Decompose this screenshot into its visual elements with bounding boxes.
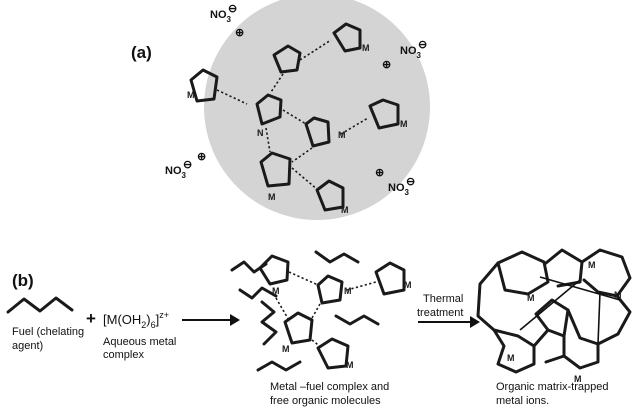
- svg-text:NO3: NO3: [165, 165, 187, 180]
- nitrate-ion: NO3 ⊖: [210, 3, 237, 24]
- svg-text:M: M: [268, 192, 276, 202]
- negative-charge-icon: ⊖: [183, 159, 192, 171]
- nitrate-ion: NO3 ⊖: [400, 39, 427, 60]
- plus-sign: +: [86, 309, 96, 328]
- svg-text:M: M: [187, 90, 195, 100]
- svg-text:NO3: NO3: [388, 182, 410, 197]
- nitrate-ion: NO3 ⊖: [165, 159, 192, 180]
- metal-fuel-complex: N M M M M M M: [187, 22, 408, 215]
- arrow-label-line1: Thermal: [423, 293, 463, 305]
- matrix-caption-line2: metal ions.: [496, 395, 549, 407]
- svg-text:M: M: [588, 260, 596, 270]
- arrow-label-line2: treatment: [417, 307, 463, 319]
- svg-text:M: M: [341, 205, 349, 215]
- metal-caption-line1: Aqueous metal: [103, 336, 176, 348]
- negative-charge-icon: ⊖: [418, 39, 427, 51]
- positive-charge-icon: ⊕: [382, 59, 391, 71]
- fuel-molecule: [6, 296, 74, 314]
- metal-ion-formula: [M(OH2)6]z+: [103, 310, 169, 330]
- matrix-caption-line1: Organic matrix-trapped: [496, 381, 609, 393]
- positive-charge-icon: ⊕: [197, 151, 206, 163]
- svg-text:M: M: [346, 360, 354, 370]
- svg-text:M: M: [282, 344, 290, 354]
- positive-charge-icon: ⊕: [235, 27, 244, 39]
- reaction-arrow-icon: [182, 314, 240, 326]
- svg-text:M: M: [272, 286, 280, 296]
- svg-text:M: M: [507, 353, 515, 363]
- organic-matrix: M M M M M: [476, 248, 632, 384]
- svg-text:N: N: [257, 128, 264, 138]
- svg-text:M: M: [527, 293, 535, 303]
- metal-caption-line2: complex: [103, 349, 144, 361]
- fuel-caption-line1: Fuel (chelating: [12, 326, 84, 338]
- svg-text:M: M: [362, 43, 370, 53]
- svg-text:M: M: [344, 286, 352, 296]
- negative-charge-icon: ⊖: [228, 3, 237, 15]
- complex-caption-line2: free organic molecules: [270, 395, 381, 407]
- panel-b-label: (b): [12, 271, 34, 290]
- panel-a-label: (a): [131, 43, 152, 62]
- svg-text:NO3: NO3: [210, 9, 232, 24]
- nitrate-ion: NO3 ⊖: [388, 176, 415, 197]
- positive-charge-icon: ⊕: [375, 167, 384, 179]
- svg-text:NO3: NO3: [400, 45, 422, 60]
- metal-fuel-complex-cluster: M M M M M: [230, 250, 412, 372]
- thermal-treatment-arrow-icon: [418, 316, 480, 328]
- svg-text:M: M: [338, 130, 346, 140]
- fuel-caption-line2: agent): [12, 340, 43, 352]
- svg-text:M: M: [574, 374, 582, 384]
- complex-caption-line1: Metal –fuel complex and: [270, 381, 389, 393]
- svg-text:M: M: [404, 280, 412, 290]
- negative-charge-icon: ⊖: [406, 176, 415, 188]
- svg-text:M: M: [400, 119, 408, 129]
